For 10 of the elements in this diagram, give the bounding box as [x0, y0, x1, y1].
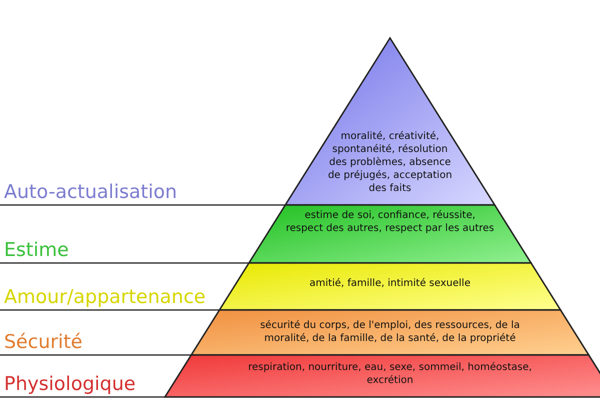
band-text: amitié, famille, intimité sexuelle: [308, 277, 472, 290]
band-text: sécurité du corps, de l'emploi, des ressources, de la moralité, de la famille, de la santé, de la propriété: [259, 319, 521, 345]
band-text: estime de soi, confiance, réussite, respect des autres, respect par les autres: [285, 209, 495, 235]
band-text: moralité, créativité, spontanéité, résolution des problèmes, absence de préjugés, acceptation des faits: [326, 130, 454, 195]
level-label: Auto-actualisation: [4, 183, 178, 202]
band-text: respiration, nourriture, eau, sexe, sommeil, homéostase, excrétion: [247, 361, 533, 387]
level-label: Physiologique: [4, 375, 136, 394]
level-label: Estime: [4, 241, 69, 260]
level-label: Amour/appartenance: [4, 288, 206, 307]
level-label: Sécurité: [4, 333, 82, 352]
